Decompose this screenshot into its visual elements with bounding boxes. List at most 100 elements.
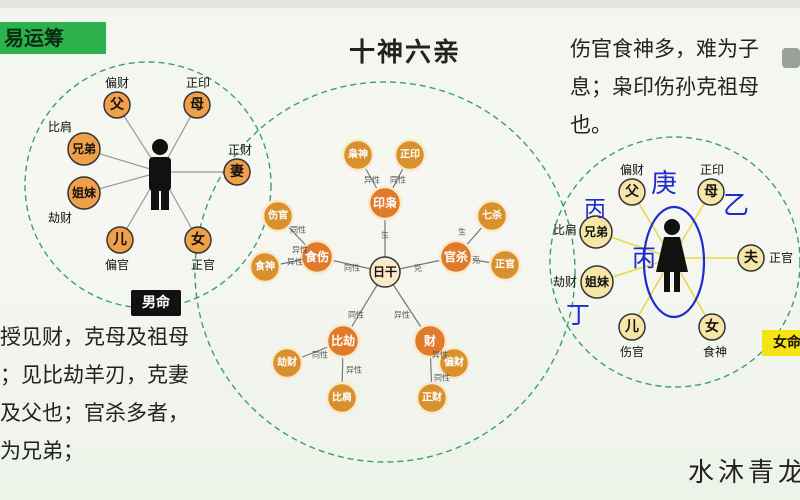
female-node-role: 劫财	[553, 275, 577, 289]
male-node: 妻	[223, 158, 251, 186]
center-child-node: 七杀	[475, 199, 509, 233]
center-primary-text: 财	[423, 333, 436, 348]
male-node-role: 劫财	[48, 211, 72, 225]
signature: 水沐青龙	[688, 458, 800, 488]
female-node-text: 兄弟	[583, 224, 608, 239]
center-child-text: 食神	[254, 260, 275, 273]
edge-label: 异性	[432, 350, 448, 360]
edge-label: 同性	[434, 373, 450, 383]
female-node-role: 偏财	[620, 162, 644, 177]
male-node-role: 偏官	[105, 257, 129, 272]
female-node: 女	[698, 313, 726, 341]
male-node: 兄弟	[67, 132, 101, 166]
female-node: 儿	[618, 313, 646, 341]
male-node-text: 父	[109, 97, 125, 113]
center-child-node: 劫财	[270, 346, 304, 380]
handwritten-char: 庚	[651, 169, 677, 199]
brand-logo: 易运筹	[0, 22, 106, 54]
handwritten-circle	[642, 205, 706, 319]
right-quote: 伤官食神多，难为子 息；枭印伤孙克祖母 也。	[570, 37, 759, 137]
center-child-text: 偏财	[444, 356, 464, 369]
center-child-text: 正财	[422, 391, 442, 404]
edge-label: 克	[472, 256, 480, 265]
left-quote: 授见财，克母及祖母 ；见比劫羊刃，克妻 及父也；官杀多者， 为兄弟；	[0, 325, 189, 463]
center-primary-text: 比劫	[331, 333, 355, 348]
center-child-node: 枭神	[341, 138, 375, 172]
edge-label: 异性	[364, 175, 380, 185]
female-node: 夫	[737, 244, 765, 272]
female-circle	[549, 136, 800, 388]
center-child-node: 食神	[248, 250, 282, 284]
female-node: 兄弟	[579, 215, 613, 249]
center-child-text: 枭神	[347, 148, 368, 161]
center-primary-text: 官杀	[444, 249, 468, 264]
center-primary-node: 比劫	[325, 323, 361, 359]
female-node-text: 父	[624, 184, 640, 200]
hub-text: 日干	[373, 265, 397, 279]
handwritten-char: 丁	[566, 301, 590, 329]
edge-label: 生	[381, 230, 389, 240]
woman-icon	[656, 219, 688, 292]
edge-label: 同性	[290, 225, 306, 235]
male-node-text: 女	[191, 231, 205, 248]
center-child-text: 正官	[495, 258, 515, 271]
male-node: 姐妹	[67, 176, 101, 210]
female-node-role: 正官	[769, 250, 793, 265]
edge-label: 同性	[390, 175, 406, 185]
male-node-role: 偏财	[105, 75, 129, 90]
center-primary-node: 食伤	[299, 239, 335, 275]
center-child-text: 伤官	[267, 209, 288, 222]
male-node: 女	[184, 226, 212, 254]
male-node-text: 兄弟	[71, 141, 96, 156]
center-child-text: 七杀	[482, 209, 502, 222]
edge-label: 同性	[348, 310, 364, 320]
hub-node: 日干	[369, 256, 401, 288]
female-label: 女命	[762, 330, 800, 356]
female-node: 母	[697, 178, 725, 206]
female-node-text: 姐妹	[585, 274, 610, 289]
center-child-text: 劫财	[277, 356, 297, 369]
handwritten-char: 丙	[584, 198, 606, 223]
female-node-text: 母	[704, 184, 718, 200]
handwritten-char: 丙	[632, 244, 656, 272]
male-node-role: 比肩	[48, 119, 72, 134]
edge-label: 克	[414, 264, 422, 273]
man-icon	[149, 139, 171, 210]
center-child-node: 比肩	[325, 381, 359, 415]
female-node-role: 正印	[700, 163, 724, 177]
female-node: 父	[618, 178, 646, 206]
male-node-role: 正官	[191, 257, 215, 272]
center-primary-text: 印枭	[373, 195, 397, 210]
center-primary-text: 食伤	[304, 249, 329, 264]
edge-label: 异性	[394, 310, 410, 320]
edge-label: 同性	[312, 350, 328, 360]
center-child-text: 比肩	[332, 391, 352, 404]
camera-icon[interactable]	[782, 48, 800, 68]
male-node-text: 母	[190, 97, 204, 113]
center-primary-node: 财	[412, 323, 448, 359]
center-child-node: 正财	[415, 381, 449, 415]
female-node-role: 伤官	[620, 344, 644, 359]
center-child-node: 偏财	[437, 346, 471, 380]
edge-label: 生	[458, 227, 466, 237]
center-child-node: 伤官	[261, 199, 295, 233]
female-node-role: 比肩	[553, 222, 577, 237]
male-label: 男命	[131, 290, 181, 316]
center-child-node: 正官	[488, 248, 522, 282]
female-node-text: 夫	[744, 249, 759, 266]
male-node-role: 正印	[186, 76, 210, 90]
page-title: 十神六亲	[348, 38, 461, 68]
male-node-text: 姐妹	[72, 185, 97, 200]
center-child-node: 正印	[393, 138, 427, 172]
male-node-role: 正财	[228, 143, 252, 157]
female-node-text: 女	[705, 318, 719, 335]
edge-label: 同性	[344, 263, 360, 273]
top-bar	[0, 0, 800, 8]
male-node: 母	[183, 91, 211, 119]
female-node-role: 食神	[703, 344, 727, 359]
center-primary-node: 官杀	[438, 239, 474, 275]
male-node-text: 儿	[112, 232, 127, 248]
male-node: 儿	[106, 226, 134, 254]
center-primary-node: 印枭	[367, 185, 403, 221]
